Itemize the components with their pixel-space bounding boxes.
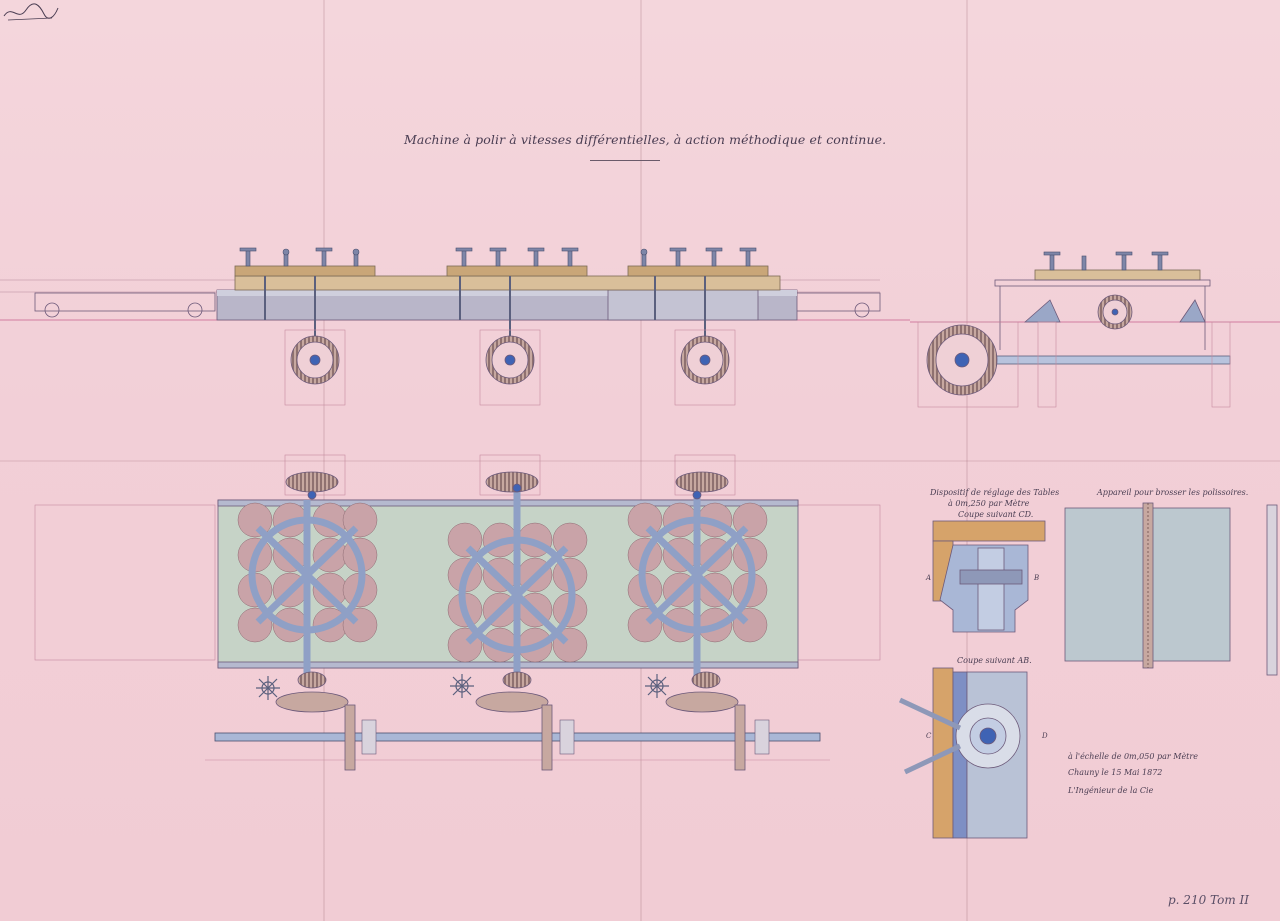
place-date: Chauny le 15 Mai 1872 <box>1068 768 1163 777</box>
section-cd-label: Coupe suivant CD. <box>958 510 1034 519</box>
fold-line <box>966 0 968 921</box>
detail-polisher-brush <box>1064 502 1278 676</box>
title-underline <box>590 160 660 161</box>
fold-line <box>640 0 642 921</box>
letter-a: A <box>926 574 932 582</box>
letter-b: B <box>1034 574 1040 582</box>
section-ab <box>898 667 1028 839</box>
polisher-heading: Appareil pour brosser les polissoires. <box>1097 488 1249 497</box>
detail-heading-1: Dispositif de réglage des Tables <box>930 488 1060 497</box>
signatory-title: L'Ingénieur de la Cie <box>1068 786 1154 795</box>
detail-table-adjust <box>932 520 1046 633</box>
drawing-title: Machine à polir à vitesses différentiell… <box>404 132 887 147</box>
letter-c: C <box>926 732 932 740</box>
end-elevation <box>910 251 1280 408</box>
detail-heading-2: à 0m,250 par Mètre <box>948 499 1030 508</box>
letter-d: D <box>1042 732 1048 740</box>
section-ab-label: Coupe suivant AB. <box>957 656 1032 665</box>
fold-line <box>323 0 325 921</box>
plan-view <box>34 454 881 771</box>
side-elevation <box>0 247 910 406</box>
scale-note: à l'échelle de 0m,050 par Mètre <box>1068 752 1198 761</box>
page-reference: p. 210 Tom II <box>1168 893 1249 907</box>
fold-line <box>0 460 1280 462</box>
signature <box>3 3 59 21</box>
